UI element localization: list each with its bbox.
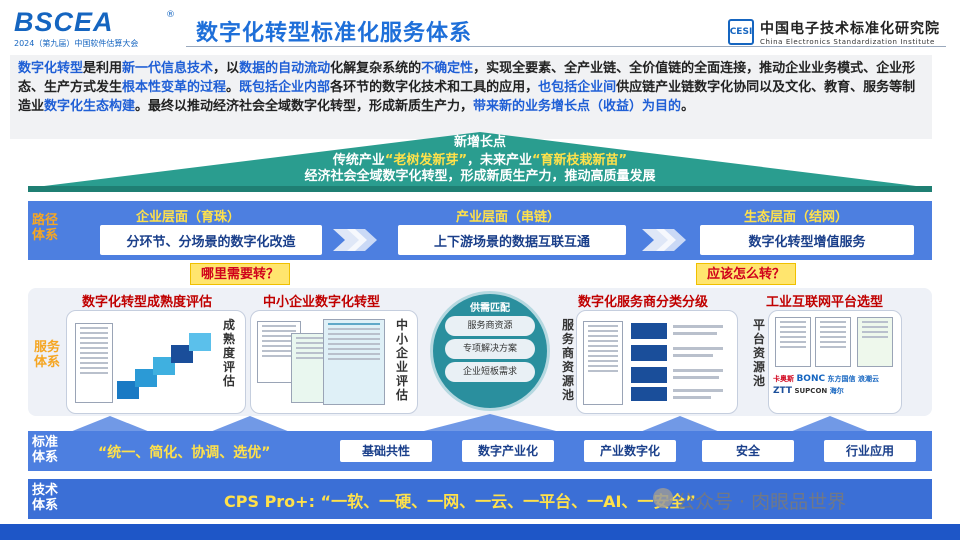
chevron-right-icon bbox=[333, 229, 377, 251]
document-thumbnail bbox=[775, 317, 811, 367]
institute-name-cn: 中国电子技术标准化研究院 bbox=[760, 21, 940, 37]
intro-text: ，以 bbox=[213, 61, 240, 76]
standard-item-security: 安全 bbox=[702, 440, 794, 462]
hub-item-needs: 企业短板需求 bbox=[445, 362, 535, 382]
sme-assessment-side-label: 中小企业评估 bbox=[395, 318, 408, 402]
up-arrows-decoration bbox=[70, 414, 870, 432]
roof-future-label: ，未来产业 bbox=[467, 153, 533, 168]
intro-highlight: 数字化转型 bbox=[18, 61, 84, 76]
industry-level-box: 上下游场景的数据互联互通 bbox=[398, 225, 626, 255]
intro-text: 供应链产业链数字化协同以及文化、教育、服务等制造业 bbox=[18, 80, 916, 114]
roof-traditional-label: 传统产业 bbox=[332, 153, 385, 168]
standard-system-row: 标准体系 “统一、简化、协调、选优” 基础共性 数字产业化 产业数字化 安全 行… bbox=[28, 431, 932, 471]
page-title: 数字化转型标准化服务体系 bbox=[196, 21, 473, 46]
enterprise-level-box: 分环节、分场景的数字化改造 bbox=[100, 225, 322, 255]
standard-slogan: “统一、简化、协调、选优” bbox=[98, 445, 271, 461]
platform-logo: 浪潮云 bbox=[857, 375, 879, 383]
roof-line-1: 传统产业“老树发新芽”，未来产业“育新枝栽新苗” bbox=[0, 149, 960, 168]
hub-item-providers: 服务商资源 bbox=[445, 316, 535, 336]
platform-logo: ZTT bbox=[773, 386, 793, 396]
iiot-platform-panel: 卡奥斯 BONC 东方国信 浪潮云 ZTT SUPCON 海尔 bbox=[768, 310, 902, 414]
platform-logo: 卡奥斯 bbox=[773, 375, 794, 383]
intro-highlight: 也包括企业间 bbox=[538, 80, 617, 95]
document-thumbnail bbox=[75, 323, 113, 403]
platform-logo: BONC bbox=[796, 374, 826, 384]
footer-bar bbox=[0, 524, 960, 540]
provider-pool-side-label: 服务商资源池 bbox=[561, 318, 574, 402]
where-to-transform-tag: 哪里需要转？ bbox=[190, 263, 291, 285]
intro-highlight: 数据的自动流动 bbox=[239, 61, 331, 76]
roof-title: 新增长点 bbox=[453, 135, 506, 150]
intro-highlight: 带来新的业务增长点（收益）为目的 bbox=[473, 99, 682, 114]
enterprise-level-heading: 企业层面（育珠） bbox=[136, 210, 241, 225]
intro-highlight: 新一代信息技术 bbox=[122, 61, 214, 76]
path-system-row: 路径体系 企业层面（育珠） 分环节、分场景的数字化改造 产业层面（串链） 上下游… bbox=[28, 201, 932, 260]
ecosystem-level-box: 数字化转型增值服务 bbox=[700, 225, 914, 255]
intro-highlight: 既包括企业内部 bbox=[239, 80, 331, 95]
growth-roof-triangle bbox=[28, 132, 932, 192]
standard-item-industrial-digitalization: 产业数字化 bbox=[584, 440, 676, 462]
provider-classification-panel bbox=[576, 310, 738, 414]
path-system-label: 路径体系 bbox=[32, 213, 59, 243]
maturity-levels-icon bbox=[117, 333, 211, 399]
bscea-logo: BSCEA ® 2024（第九届）中国软件估算大会 bbox=[14, 7, 175, 50]
ecosystem-level-heading: 生态层面（结网） bbox=[744, 210, 849, 225]
document-thumbnail bbox=[583, 321, 623, 405]
service-system-label-text: 服务体系 bbox=[34, 340, 61, 370]
maturity-assessment-panel bbox=[66, 310, 246, 414]
classification-diagram-icon bbox=[631, 323, 723, 401]
intro-text: 。 bbox=[226, 80, 240, 95]
chevron-right-icon bbox=[642, 229, 686, 251]
intro-highlight: 数字化生态构建 bbox=[44, 99, 136, 114]
platform-logos: 卡奥斯 BONC 东方国信 浪潮云 ZTT SUPCON 海尔 bbox=[773, 373, 899, 397]
institute-brand: CESI 中国电子技术标准化研究院 China Electronics Stan… bbox=[728, 18, 940, 46]
hub-item-solutions: 专项解决方案 bbox=[445, 339, 535, 359]
platform-pool-side-label: 平台资源池 bbox=[752, 318, 765, 388]
iiot-platform-title: 工业互联网平台选型 bbox=[766, 295, 884, 310]
watermark: 公众号 · 肉眼品世界 bbox=[676, 491, 847, 513]
roof-future-quote: “育新枝栽新苗” bbox=[532, 153, 628, 168]
report-cover-thumbnail bbox=[323, 319, 385, 405]
platform-logo: 海尔 bbox=[829, 387, 844, 395]
institute-name-en: China Electronics Standardization Instit… bbox=[760, 38, 935, 46]
platform-logo: 东方国信 bbox=[827, 375, 856, 383]
registered-mark: ® bbox=[166, 10, 175, 20]
provider-classification-title: 数字化服务商分类分级 bbox=[578, 295, 709, 310]
platform-logo: SUPCON bbox=[794, 387, 828, 395]
certificate-thumbnail bbox=[857, 317, 893, 367]
document-thumbnail bbox=[815, 317, 851, 367]
roof-traditional-quote: “老树发新芽” bbox=[384, 153, 467, 168]
standard-system-label: 标准体系 bbox=[32, 435, 59, 465]
supply-demand-hub-title: 供需匹配 bbox=[470, 303, 510, 314]
intro-highlight: 根本性变革的过程 bbox=[122, 80, 227, 95]
standard-item-foundation: 基础共性 bbox=[340, 440, 432, 462]
cesi-logo-icon: CESI bbox=[728, 19, 754, 45]
standard-item-industry-application: 行业应用 bbox=[824, 440, 916, 462]
intro-text: 。 bbox=[681, 99, 695, 114]
intro-paragraph: 数字化转型是利用新一代信息技术，以数据的自动流动化解复杂系统的不确定性，实现全要… bbox=[10, 55, 932, 139]
sme-transformation-title: 中小企业数字化转型 bbox=[263, 295, 381, 310]
logo-subtitle: 2024（第九届）中国软件估算大会 bbox=[14, 39, 139, 48]
roof-line-2: 经济社会全域数字化转型，形成新质生产力，推动高质量发展 bbox=[304, 169, 656, 184]
technology-system-label: 技术体系 bbox=[32, 483, 59, 513]
cps-pro-text: CPS Pro+: “一软、一硬、一网、一云、一平台、一AI、一安全” bbox=[224, 492, 696, 511]
maturity-assessment-title: 数字化转型成熟度评估 bbox=[82, 295, 213, 310]
maturity-assessment-side-label: 成熟度评估 bbox=[222, 318, 235, 388]
intro-text: 各环节的数字化技术和工具的应用， bbox=[330, 80, 539, 95]
intro-text: 化解复杂系统的 bbox=[330, 61, 422, 76]
standard-item-digital-industrialization: 数字产业化 bbox=[462, 440, 554, 462]
intro-highlight: 不确定性 bbox=[421, 61, 474, 76]
wechat-icon bbox=[653, 488, 673, 508]
intro-text: 是利用 bbox=[83, 61, 123, 76]
service-system-label: 服务体系 bbox=[34, 340, 62, 370]
industry-level-heading: 产业层面（串链） bbox=[456, 210, 561, 225]
technology-system-row: 技术体系 CPS Pro+: “一软、一硬、一网、一云、一平台、一AI、一安全” bbox=[28, 479, 932, 519]
header-divider bbox=[186, 46, 946, 47]
intro-text: ，实现全要素、全产业链、全价值链的全面连接，推动企业业务模式、企业形态、生产方式… bbox=[18, 61, 916, 95]
logo-wordmark: BSCEA bbox=[14, 7, 114, 37]
sme-transformation-panel bbox=[250, 310, 418, 414]
how-to-transform-tag: 应该怎么转？ bbox=[696, 263, 797, 285]
intro-text: 。最终以推动经济社会全域数字化转型，形成新质生产力， bbox=[135, 99, 474, 114]
